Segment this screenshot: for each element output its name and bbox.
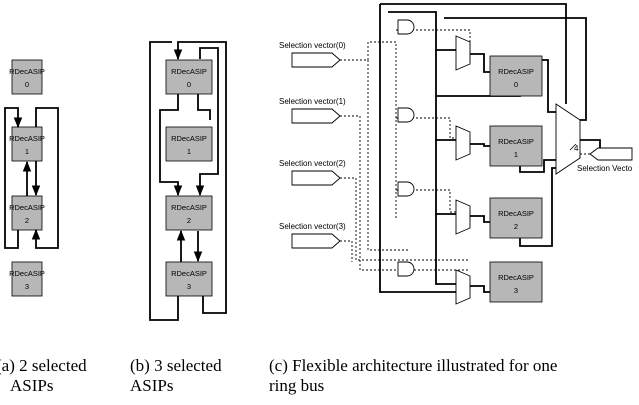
selection-vector-2-label: Selection vector(2) [279,159,346,168]
b-block-3-name: RDecASIP [171,269,207,278]
b-block-2-name: RDecASIP [171,203,207,212]
caption-a-line1: (a) 2 selected [0,356,87,375]
a-block-1-id: 1 [25,147,29,156]
c-block-3-name: RDecASIP [498,273,534,282]
a-block-3-id: 3 [25,282,29,291]
mux-3 [455,269,471,305]
mux-2 [455,199,471,235]
caption-a-line2: ASIPs [10,376,54,395]
bus-width-label: 4 [574,144,579,153]
selection-inputs: Selection vector(0) Selection vector(1) … [279,41,346,249]
caption-c: (c) Flexible architecture illustrated fo… [269,356,557,396]
a-block-0-id: 0 [25,80,29,89]
selection-vector-2-input [291,170,341,186]
a-block-2-name: RDecASIP [9,203,45,212]
c-block-2-name: RDecASIP [498,209,534,218]
a-block-3: RDecASIP 3 [9,261,45,297]
selection-vector-0-label: Selection vector(0) [279,41,346,50]
a-block-0-name: RDecASIP [9,67,45,76]
a-block-2: RDecASIP 2 [9,195,45,231]
b-block-0: RDecASIP 0 [165,59,213,95]
a-block-1-name: RDecASIP [9,134,45,143]
c-block-1-name: RDecASIP [498,137,534,146]
a-block-3-name: RDecASIP [9,269,45,278]
and-gate-2 [397,181,415,197]
mux-select-input [589,147,633,161]
mux-select: 4 Selection Vecto [569,143,633,173]
c-block-0-id: 0 [514,80,518,89]
selection-vector-1-label: Selection vector(1) [279,97,346,106]
and-gate-1 [397,107,415,123]
selection-wires [340,29,471,271]
b-block-0-id: 0 [187,80,191,89]
b-block-3-id: 3 [187,282,191,291]
caption-b-line1: (b) 3 selected [130,356,222,375]
c-block-2: RDecASIP 2 [489,197,543,239]
b-block-1: RDecASIP 1 [165,126,213,162]
and-gates [397,19,415,277]
b-block-0-name: RDecASIP [171,67,207,76]
and-gate-3 [397,261,415,277]
caption-b: (b) 3 selected ASIPs [130,356,222,396]
c-block-1-id: 1 [514,150,518,159]
b-block-1-name: RDecASIP [171,134,207,143]
b-ring-bus [149,41,227,321]
small-muxes [455,35,471,305]
a-block-2-id: 2 [25,216,29,225]
a-ring-bus [4,107,59,249]
c-block-2-id: 2 [514,222,518,231]
b-block-3: RDecASIP 3 [165,261,213,297]
caption-c-line1: (c) Flexible architecture illustrated fo… [269,356,558,375]
mux-select-label: Selection Vecto [577,164,633,173]
c-block-0: RDecASIP 0 [489,55,543,97]
caption-c-line2: ring bus [269,376,325,395]
selection-vector-3-label: Selection vector(3) [279,222,346,231]
c-block-3: RDecASIP 3 [489,261,543,303]
selection-vector-1-input [291,108,341,124]
b-block-2: RDecASIP 2 [165,195,213,231]
and-gate-0 [397,19,415,35]
selection-vector-0-input [291,52,341,68]
selection-vector-3-input [291,233,341,249]
c-block-3-id: 3 [514,286,518,295]
caption-a: (a) 2 selected ASIPs [0,356,87,396]
diagram-b: RDecASIP 0 RDecASIP 1 RDecASIP 2 RDecASI… [149,41,227,321]
caption-b-line2: ASIPs [130,376,174,395]
b-block-1-id: 1 [187,147,191,156]
c-ring-bus [379,3,601,293]
diagram-a: RDecASIP 0 RDecASIP 1 RDecASIP 2 RDecASI… [4,59,59,297]
a-block-0: RDecASIP 0 [9,59,45,95]
mux-1 [455,125,471,161]
diagram-c: Selection vector(0) Selection vector(1) … [279,3,633,305]
c-block-0-name: RDecASIP [498,67,534,76]
a-block-1: RDecASIP 1 [9,126,45,162]
b-block-2-id: 2 [187,216,191,225]
mux-0 [455,35,471,71]
c-block-1: RDecASIP 1 [489,125,543,167]
